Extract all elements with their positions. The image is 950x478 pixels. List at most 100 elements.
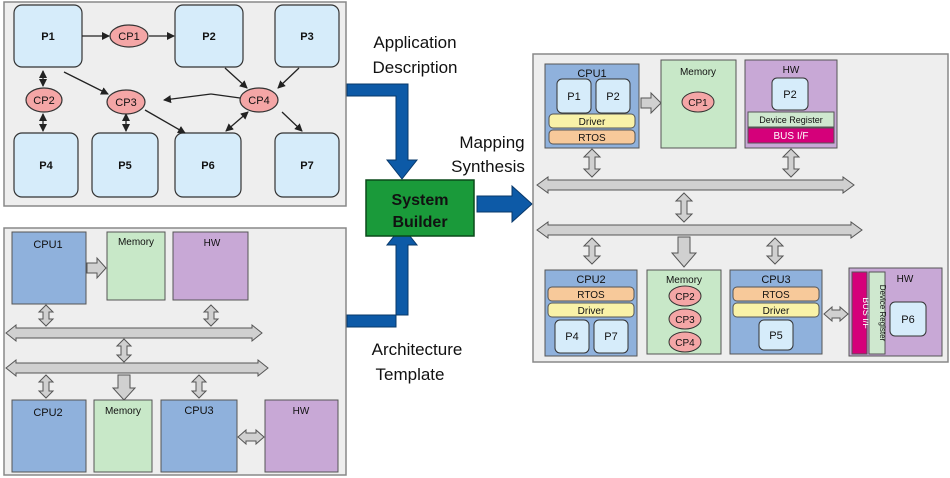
result-cpu3-hw-arrow (823, 305, 849, 323)
svg-text:HW: HW (783, 65, 800, 76)
channel-cp4: CP4 (239, 87, 279, 113)
builder-to-result-arrow (476, 184, 533, 224)
arch-memory-bus-connector (111, 374, 137, 401)
result-cpu2-bus-connector (582, 237, 602, 265)
process-p6: P6 (174, 132, 242, 198)
svg-text:RTOS: RTOS (578, 133, 606, 144)
svg-text:CP4: CP4 (248, 95, 269, 107)
arch-hw-bus-connector (202, 304, 220, 327)
application-panel: P1 P2 P3 P4 P5 P6 P7 (3, 1, 347, 207)
system-builder-box: System Builder (365, 179, 475, 237)
svg-text:HW: HW (204, 238, 221, 249)
svg-text:BUS I/F: BUS I/F (861, 297, 871, 329)
svg-text:CPU3: CPU3 (761, 274, 790, 286)
svg-text:P7: P7 (300, 160, 313, 172)
svg-text:CPU3: CPU3 (184, 405, 213, 417)
svg-text:Template: Template (376, 365, 445, 384)
svg-text:CPU2: CPU2 (33, 407, 62, 419)
svg-text:Memory: Memory (105, 406, 141, 417)
arch-cpu1-bus-connector (37, 304, 55, 327)
result-cpu1-bus-connector (582, 148, 602, 178)
svg-text:Mapping: Mapping (459, 133, 524, 152)
architecture-template-label: Architecture Template (372, 340, 463, 384)
arch-cpu2-bus-connector (37, 374, 55, 399)
arch-cpu2: CPU2 (11, 399, 87, 473)
svg-text:RTOS: RTOS (577, 290, 605, 301)
svg-text:P2: P2 (606, 91, 619, 103)
arch-memory-bottom: Memory (93, 399, 153, 473)
svg-text:HW: HW (293, 406, 310, 417)
arch-bus-top (5, 323, 263, 343)
arch-cpu3-bus-connector (190, 374, 208, 399)
svg-text:BUS I/F: BUS I/F (773, 131, 808, 142)
svg-text:P4: P4 (39, 160, 53, 172)
result-bus-bridge (674, 192, 694, 223)
svg-text:Description: Description (372, 58, 457, 77)
application-to-builder-arrow (346, 83, 419, 180)
svg-text:Driver: Driver (578, 306, 605, 317)
result-hw-bus-connector (781, 148, 801, 178)
svg-text:P5: P5 (118, 160, 131, 172)
arch-hw-top: HW (172, 231, 249, 301)
svg-text:Device Register: Device Register (759, 115, 823, 125)
result-memory-bottom: Memory CP2 CP3 CP4 (646, 269, 722, 355)
svg-text:P6: P6 (901, 314, 914, 326)
svg-text:Builder: Builder (392, 214, 447, 231)
svg-text:P1: P1 (567, 91, 580, 103)
svg-text:P1: P1 (41, 31, 54, 43)
svg-text:HW: HW (897, 274, 914, 285)
svg-text:Device Register: Device Register (878, 285, 887, 342)
svg-text:Driver: Driver (763, 306, 790, 317)
channel-cp3: CP3 (106, 89, 146, 115)
result-cpu3-bus-connector (765, 237, 785, 265)
result-cpu2: CPU2 RTOS Driver P4 P7 (544, 269, 638, 357)
mapping-synthesis-label: Mapping Synthesis (451, 133, 525, 176)
svg-text:Memory: Memory (118, 237, 154, 248)
svg-text:CP1: CP1 (118, 31, 139, 43)
svg-text:P2: P2 (783, 89, 796, 101)
channel-cp1: CP1 (109, 24, 149, 48)
process-p3: P3 (274, 4, 340, 68)
process-p2: P2 (174, 4, 244, 68)
result-memory-top: Memory CP1 (660, 59, 737, 149)
svg-text:RTOS: RTOS (762, 290, 790, 301)
arch-cpu3: CPU3 (160, 399, 238, 473)
svg-text:P2: P2 (202, 31, 215, 43)
result-cpu1-memory-arrow (640, 91, 662, 115)
svg-text:P5: P5 (769, 330, 782, 342)
svg-text:Application: Application (373, 33, 456, 52)
svg-text:P3: P3 (300, 31, 313, 43)
svg-text:Synthesis: Synthesis (451, 157, 525, 176)
svg-text:P6: P6 (201, 160, 214, 172)
result-cpu1: CPU1 P1 P2 Driver RTOS (544, 63, 640, 149)
architecture-to-builder-arrow (346, 225, 419, 328)
arch-cpu1-memory-arrow (86, 256, 107, 280)
svg-text:CP2: CP2 (33, 95, 54, 107)
application-description-label: Application Description (372, 33, 457, 77)
svg-text:Memory: Memory (680, 67, 716, 78)
result-bus-bottom (536, 221, 863, 239)
result-hw-top: HW P2 Device Register BUS I/F (744, 59, 838, 149)
arch-cpu3-hw-arrow (237, 428, 265, 446)
result-panel: CPU1 P1 P2 Driver RTOS Memory CP1 HW P2 … (532, 53, 949, 363)
svg-text:P7: P7 (604, 331, 617, 343)
arch-cpu1: CPU1 (11, 231, 87, 305)
result-bus-top (536, 176, 855, 194)
result-hw-bottom: HW BUS I/F Device Register P6 (848, 267, 943, 357)
svg-text:Memory: Memory (666, 275, 702, 286)
arch-hw-bottom: HW (264, 399, 339, 473)
arch-bus-bridge (115, 338, 133, 363)
channel-cp2: CP2 (25, 87, 63, 113)
result-memory-bus-connector (670, 236, 698, 268)
process-p7: P7 (274, 132, 340, 198)
svg-text:CP3: CP3 (115, 97, 136, 109)
svg-text:Architecture: Architecture (372, 340, 463, 359)
process-p1: P1 (13, 4, 83, 68)
process-p5: P5 (91, 132, 159, 198)
svg-text:CPU1: CPU1 (33, 239, 62, 251)
process-p4: P4 (13, 132, 79, 198)
application-edges (39, 32, 303, 134)
arch-bus-bottom (5, 358, 269, 378)
svg-text:System: System (392, 192, 449, 209)
